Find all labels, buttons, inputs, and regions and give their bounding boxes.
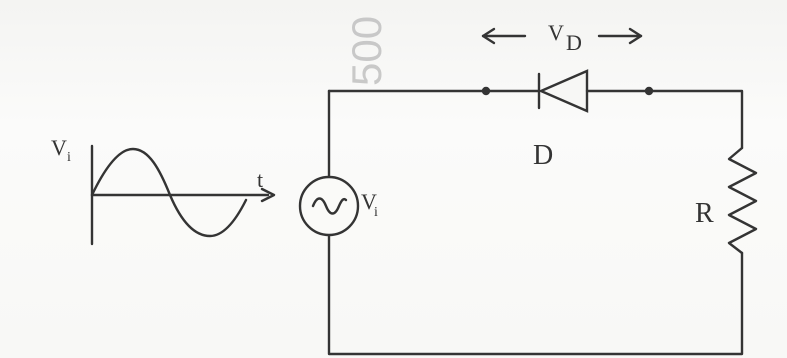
sine-wave-icon xyxy=(90,147,248,238)
circuit-wiring xyxy=(327,86,744,356)
ac-source-icon xyxy=(298,175,360,237)
time-axis-arrow-icon xyxy=(260,187,276,203)
resistor-component: R xyxy=(695,146,758,255)
time-axis-label: t xyxy=(257,167,263,192)
resistor-icon xyxy=(727,146,758,255)
ac-source-wave xyxy=(311,197,348,215)
arrow-left-icon xyxy=(481,27,496,45)
top-right-wire xyxy=(647,89,744,150)
watermark-text: 500 xyxy=(343,16,390,86)
ac-source: V i xyxy=(298,175,378,237)
input-wave-symbol: V xyxy=(51,135,67,160)
source-subscript: i xyxy=(374,205,378,220)
watermark: 500 xyxy=(343,16,390,86)
diode-icon xyxy=(537,69,589,113)
source-symbol: V xyxy=(361,189,377,214)
diode-voltage-indicator: V D xyxy=(481,20,643,55)
bottom-loop-wire xyxy=(327,234,744,356)
diode-label: D xyxy=(533,140,553,171)
diode-voltage-subscript: D xyxy=(566,30,582,55)
input-waveform: V i t xyxy=(51,135,276,246)
input-wave-subscript: i xyxy=(67,150,71,165)
resistor-label: R xyxy=(695,198,714,229)
diode-voltage-symbol: V xyxy=(548,20,564,45)
arrow-right-icon xyxy=(628,27,643,45)
diode-component: D xyxy=(484,69,651,171)
